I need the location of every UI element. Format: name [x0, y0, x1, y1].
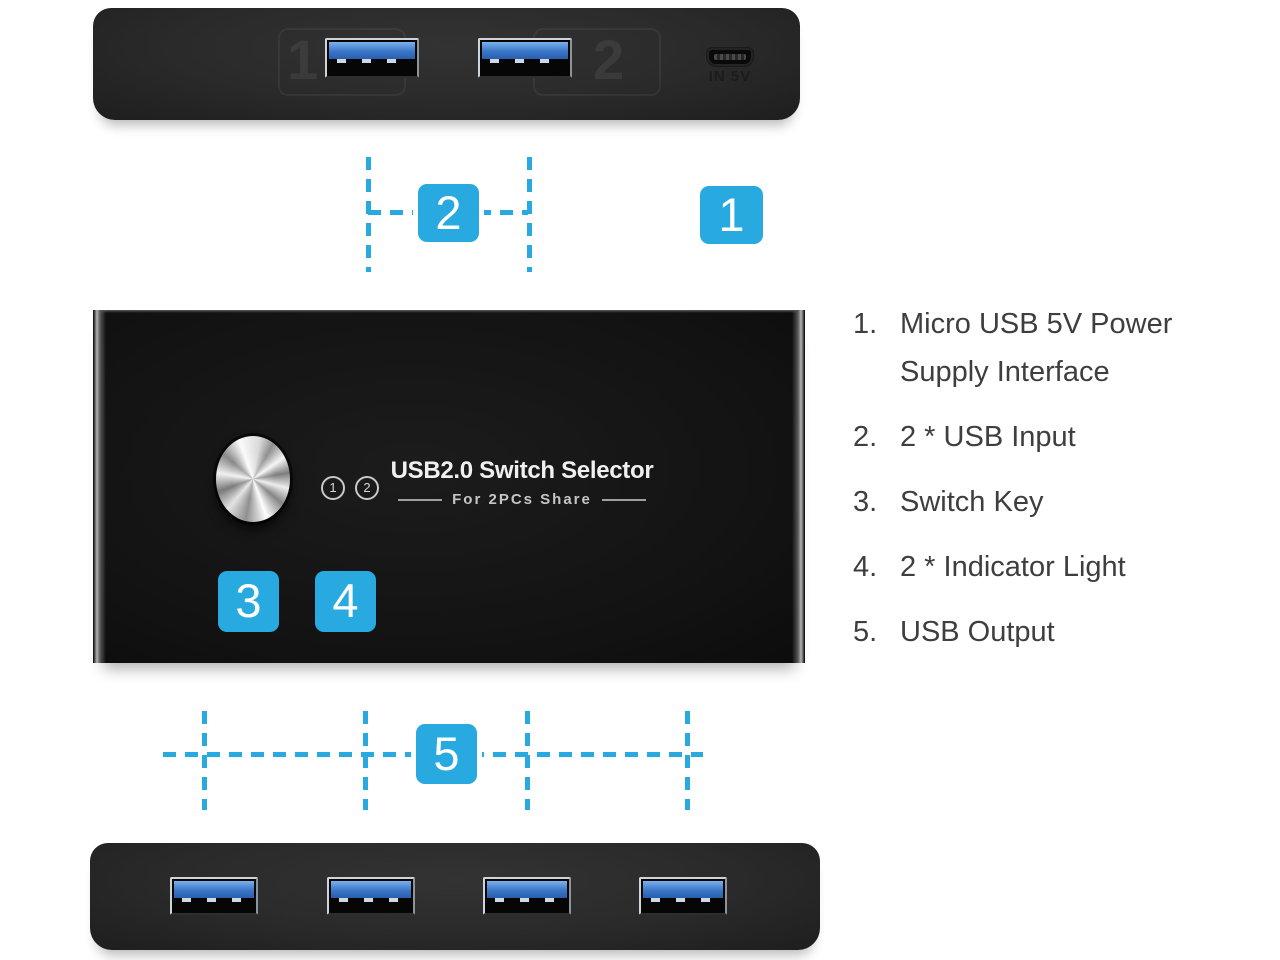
- legend-line: 2 * Indicator Light: [900, 551, 1126, 583]
- usb-tongue: [487, 881, 567, 898]
- legend-item-1: 1. Micro USB 5V Power Supply Interface: [853, 300, 1273, 396]
- usb-input-port-2: [478, 38, 572, 78]
- legend-label: 2 * Indicator Light: [900, 543, 1126, 591]
- usb-tongue: [331, 881, 411, 898]
- legend-number: 1.: [853, 308, 878, 340]
- usb-tongue: [643, 881, 723, 898]
- usb-output-port-4: [639, 877, 727, 915]
- subtitle-line-right: [601, 498, 646, 501]
- legend-list: 1. Micro USB 5V Power Supply Interface 2…: [853, 300, 1273, 673]
- callout-badge-3: 3: [218, 571, 279, 632]
- rear-panel-view: 1 2 IN 5V: [93, 8, 800, 120]
- legend-line: USB Output: [900, 616, 1055, 648]
- indicator-light-2: 2: [355, 476, 379, 500]
- legend-line: Supply Interface: [900, 356, 1110, 388]
- legend-number: 3.: [853, 486, 878, 518]
- product-subtitle-row: For 2PCs Share: [372, 491, 672, 508]
- legend-line: Micro USB 5V Power: [900, 308, 1173, 340]
- callout5-tick-4: [685, 711, 690, 810]
- right-bevel: [792, 310, 805, 663]
- callout-badge-4: 4: [315, 571, 376, 632]
- callout-badge-1: 1: [700, 186, 763, 244]
- legend-item-5: 5. USB Output: [853, 608, 1273, 656]
- left-bevel: [93, 310, 106, 663]
- legend-label: 2 * USB Input: [900, 413, 1076, 461]
- callout-badge-5: 5: [416, 724, 477, 784]
- legend-label: Micro USB 5V Power Supply Interface: [900, 300, 1172, 396]
- subtitle-line-left: [398, 498, 443, 501]
- legend-item-2: 2. 2 * USB Input: [853, 413, 1273, 461]
- legend-line: 2 * USB Input: [900, 421, 1076, 453]
- legend-number: 2.: [853, 421, 878, 453]
- usb-tongue: [174, 881, 254, 898]
- usb-tongue: [329, 42, 415, 59]
- micro-usb-slot: [714, 54, 746, 60]
- legend-number: 5.: [853, 616, 878, 648]
- switch-knob: [216, 436, 290, 522]
- usb-output-port-2: [327, 877, 415, 915]
- callout-badge-2: 2: [418, 184, 479, 242]
- product-title: USB2.0 Switch Selector: [390, 457, 654, 484]
- front-panel-view: 1 2 USB2.0 Switch Selector For 2PCs Shar…: [93, 310, 805, 663]
- engraved-digit-2: 2: [593, 28, 625, 91]
- callout5-tick-3: [525, 711, 530, 810]
- usb-pins: [495, 898, 559, 902]
- usb-input-port-1: [325, 38, 419, 78]
- usb-pins: [490, 59, 560, 63]
- usb-pins: [182, 898, 246, 902]
- usb-pins: [337, 59, 407, 63]
- usb-pins: [339, 898, 403, 902]
- product-branding: USB2.0 Switch Selector For 2PCs Share: [372, 456, 672, 508]
- legend-label: Switch Key: [900, 478, 1043, 526]
- indicator-light-1: 1: [321, 476, 345, 500]
- usb-tongue: [482, 42, 568, 59]
- usb-output-port-1: [170, 877, 258, 915]
- legend-line: Switch Key: [900, 486, 1044, 518]
- output-panel-view: [90, 843, 820, 950]
- legend-label: USB Output: [900, 608, 1055, 656]
- usb-output-port-3: [483, 877, 571, 915]
- legend-number: 4.: [853, 551, 878, 583]
- legend-item-4: 4. 2 * Indicator Light: [853, 543, 1273, 591]
- callout5-tick-1: [202, 711, 207, 810]
- legend-item-3: 3. Switch Key: [853, 478, 1273, 526]
- usb-pins: [651, 898, 715, 902]
- callout2-right-tick: [527, 157, 532, 272]
- product-subtitle: For 2PCs Share: [452, 491, 592, 508]
- power-port-label: IN 5V: [708, 68, 752, 85]
- engraved-digit-1: 1: [287, 28, 319, 91]
- callout5-tick-2: [363, 711, 368, 810]
- micro-usb-port: [707, 48, 753, 66]
